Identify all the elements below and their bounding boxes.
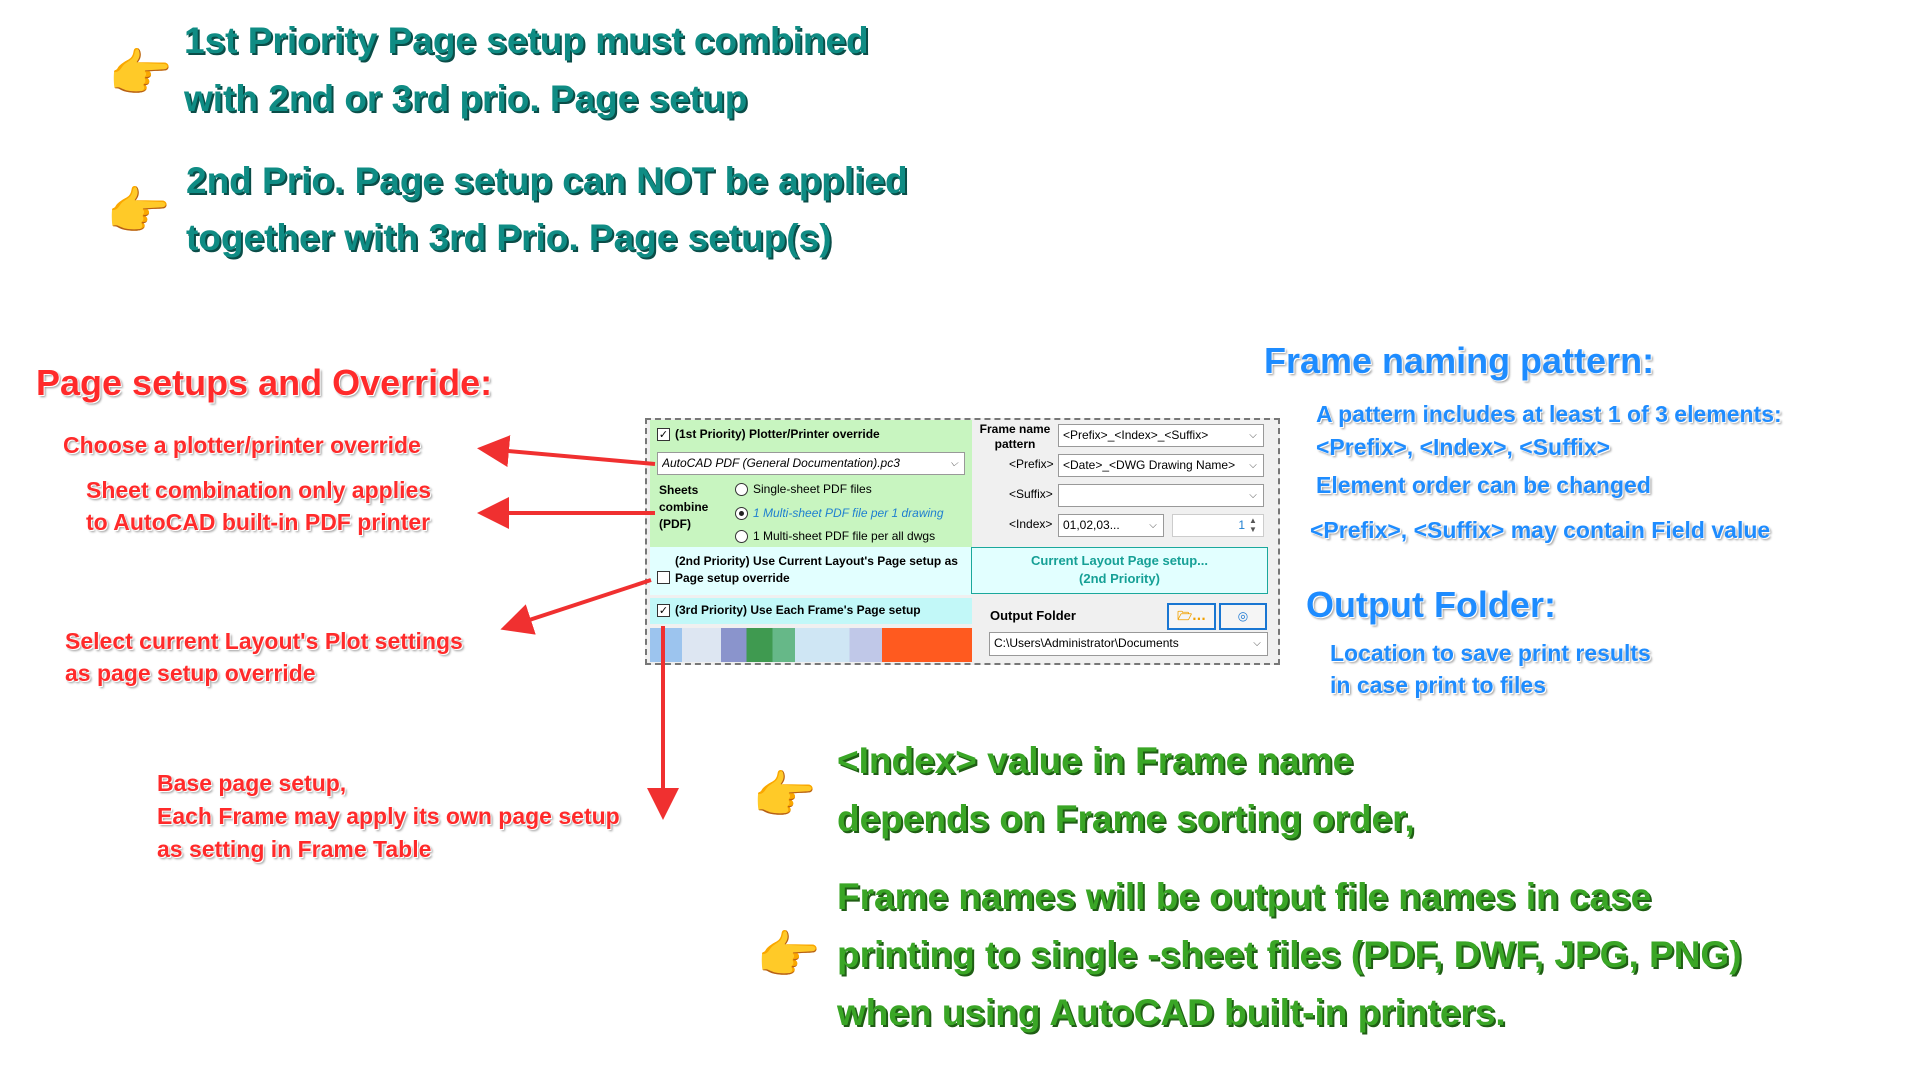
chevron-down-icon: ⌵ bbox=[950, 458, 958, 469]
priority3-checkbox[interactable]: ✓ (3rd Priority) Use Each Frame's Page se… bbox=[657, 603, 921, 618]
note-text: when using AutoCAD built-in printers. bbox=[837, 992, 1506, 1033]
note-text: 1st Priority Page setup must combined bbox=[184, 20, 869, 61]
annotation: in case print to files bbox=[1330, 672, 1546, 698]
annotation: A pattern includes at least 1 of 3 eleme… bbox=[1316, 401, 1782, 427]
chevron-down-icon: ⌵ bbox=[1249, 460, 1257, 471]
index-label: <Index> bbox=[1009, 517, 1053, 531]
frame-name-label: Frame name pattern bbox=[979, 422, 1051, 451]
priority2-label: (2nd Priority) Use Current Layout's Page… bbox=[675, 554, 958, 585]
print-settings-panel: ✓ (1st Priority) Plotter/Printer override… bbox=[645, 418, 1280, 665]
note-text: depends on Frame sorting order, bbox=[837, 798, 1415, 839]
annotation: Each Frame may apply its own page setup bbox=[157, 803, 620, 829]
radio-label: Single-sheet PDF files bbox=[753, 482, 872, 496]
radio-label: 1 Multi-sheet PDF file per 1 drawing bbox=[753, 506, 944, 520]
chevron-down-icon: ⌵ bbox=[1249, 430, 1257, 441]
annotation: to AutoCAD built-in PDF printer bbox=[86, 509, 431, 535]
plotter-dropdown[interactable]: AutoCAD PDF (General Documentation).pc3 ⌵ bbox=[657, 452, 965, 475]
pointing-hand-icon: 👉 bbox=[106, 182, 171, 242]
chevron-down-icon: ⌵ bbox=[1253, 638, 1261, 649]
plotter-value: AutoCAD PDF (General Documentation).pc3 bbox=[662, 456, 900, 470]
checkbox-icon[interactable] bbox=[657, 571, 670, 585]
blurred-strip bbox=[650, 628, 972, 662]
spin-arrows-icon[interactable]: ▲▼ bbox=[1249, 516, 1257, 534]
priority1-section bbox=[650, 420, 972, 547]
annotation: Select current Layout's Plot settings bbox=[65, 628, 463, 654]
note-text: printing to single -sheet files (PDF, DW… bbox=[837, 934, 1742, 975]
checkbox-icon[interactable]: ✓ bbox=[657, 604, 670, 618]
current-layout-page-setup-button[interactable]: Current Layout Page setup... (2nd Priorit… bbox=[971, 547, 1268, 594]
index-value: 01,02,03... bbox=[1063, 518, 1120, 532]
priority1-checkbox[interactable]: ✓ (1st Priority) Plotter/Printer override bbox=[657, 427, 880, 442]
index-start-value: 1 bbox=[1238, 518, 1245, 532]
prefix-value: <Date>_<DWG Drawing Name> bbox=[1063, 458, 1236, 472]
section-heading: Page setups and Override: bbox=[36, 362, 493, 403]
priority2-section bbox=[650, 547, 972, 595]
note-text: 2nd Prio. Page setup can NOT be applied bbox=[186, 160, 908, 201]
note-text: with 2nd or 3rd prio. Page setup bbox=[184, 78, 748, 119]
frame-name-pattern-dropdown[interactable]: <Prefix>_<Index>_<Suffix> ⌵ bbox=[1058, 424, 1264, 447]
chevron-down-icon: ⌵ bbox=[1249, 490, 1257, 501]
annotation: Element order can be changed bbox=[1316, 472, 1651, 498]
suffix-label: <Suffix> bbox=[1009, 487, 1053, 501]
index-start-stepper[interactable]: 1 ▲▼ bbox=[1172, 514, 1264, 537]
pointing-hand-icon: 👉 bbox=[756, 926, 821, 986]
suffix-dropdown[interactable]: ⌵ bbox=[1058, 484, 1264, 507]
annotation: as setting in Frame Table bbox=[157, 836, 432, 862]
sheets-combine-label: Sheets combine (PDF) bbox=[659, 483, 709, 531]
annotation: <Prefix>, <Suffix> may contain Field val… bbox=[1310, 517, 1771, 543]
priority1-label: (1st Priority) Plotter/Printer override bbox=[675, 427, 880, 441]
annotation: Base page setup, bbox=[157, 770, 347, 796]
annotation: <Prefix>, <Index>, <Suffix> bbox=[1316, 434, 1611, 460]
pointing-hand-icon: 👉 bbox=[752, 766, 817, 826]
radio-multi-all-dwgs[interactable]: 1 Multi-sheet PDF file per all dwgs bbox=[735, 529, 936, 544]
button-label: Current Layout Page setup... bbox=[1031, 553, 1208, 568]
open-target-icon: ◎ bbox=[1237, 609, 1249, 623]
radio-multi-per-drawing[interactable]: 1 Multi-sheet PDF file per 1 drawing bbox=[735, 506, 944, 521]
index-format-dropdown[interactable]: 01,02,03... ⌵ bbox=[1058, 514, 1164, 537]
prefix-dropdown[interactable]: <Date>_<DWG Drawing Name> ⌵ bbox=[1058, 454, 1264, 477]
section-heading: Output Folder: bbox=[1306, 584, 1556, 625]
radio-single-sheet[interactable]: Single-sheet PDF files bbox=[735, 482, 872, 497]
annotation: Sheet combination only applies bbox=[86, 477, 432, 503]
browse-folder-button[interactable]: 🗁... bbox=[1167, 603, 1216, 630]
priority3-label: (3rd Priority) Use Each Frame's Page set… bbox=[675, 603, 921, 617]
priority2-checkbox[interactable] bbox=[657, 570, 675, 585]
open-folder-button[interactable]: ◎ bbox=[1219, 603, 1267, 630]
note-text: together with 3rd Prio. Page setup(s) bbox=[186, 217, 832, 258]
arrow-plotter bbox=[477, 435, 656, 468]
priority3-section bbox=[650, 598, 972, 624]
frame-name-value: <Prefix>_<Index>_<Suffix> bbox=[1063, 428, 1209, 442]
section-heading: Frame naming pattern: bbox=[1264, 340, 1655, 381]
pointing-hand-icon: 👉 bbox=[108, 44, 173, 104]
annotation: Location to save print results bbox=[1330, 640, 1651, 666]
button-label: (2nd Priority) bbox=[1079, 571, 1160, 586]
radio-label: 1 Multi-sheet PDF file per all dwgs bbox=[753, 529, 936, 543]
note-text: <Index> value in Frame name bbox=[837, 740, 1354, 781]
annotation: as page setup override bbox=[65, 660, 316, 686]
chevron-down-icon: ⌵ bbox=[1149, 520, 1157, 531]
prefix-label: <Prefix> bbox=[1009, 457, 1054, 471]
note-text: Frame names will be output file names in… bbox=[837, 876, 1652, 917]
output-folder-label: Output Folder bbox=[990, 608, 1076, 623]
radio-icon[interactable] bbox=[735, 530, 748, 544]
button-label: ... bbox=[1192, 609, 1206, 623]
radio-icon[interactable] bbox=[735, 483, 748, 497]
annotation: Choose a plotter/printer override bbox=[63, 432, 421, 458]
arrow-layout bbox=[500, 578, 652, 635]
folder-icon: 🗁 bbox=[1177, 609, 1193, 623]
radio-icon[interactable] bbox=[735, 507, 748, 521]
output-folder-dropdown[interactable]: C:\Users\Administrator\Documents ⌵ bbox=[989, 632, 1268, 656]
checkbox-icon[interactable]: ✓ bbox=[657, 428, 670, 442]
output-folder-value: C:\Users\Administrator\Documents bbox=[994, 636, 1179, 650]
